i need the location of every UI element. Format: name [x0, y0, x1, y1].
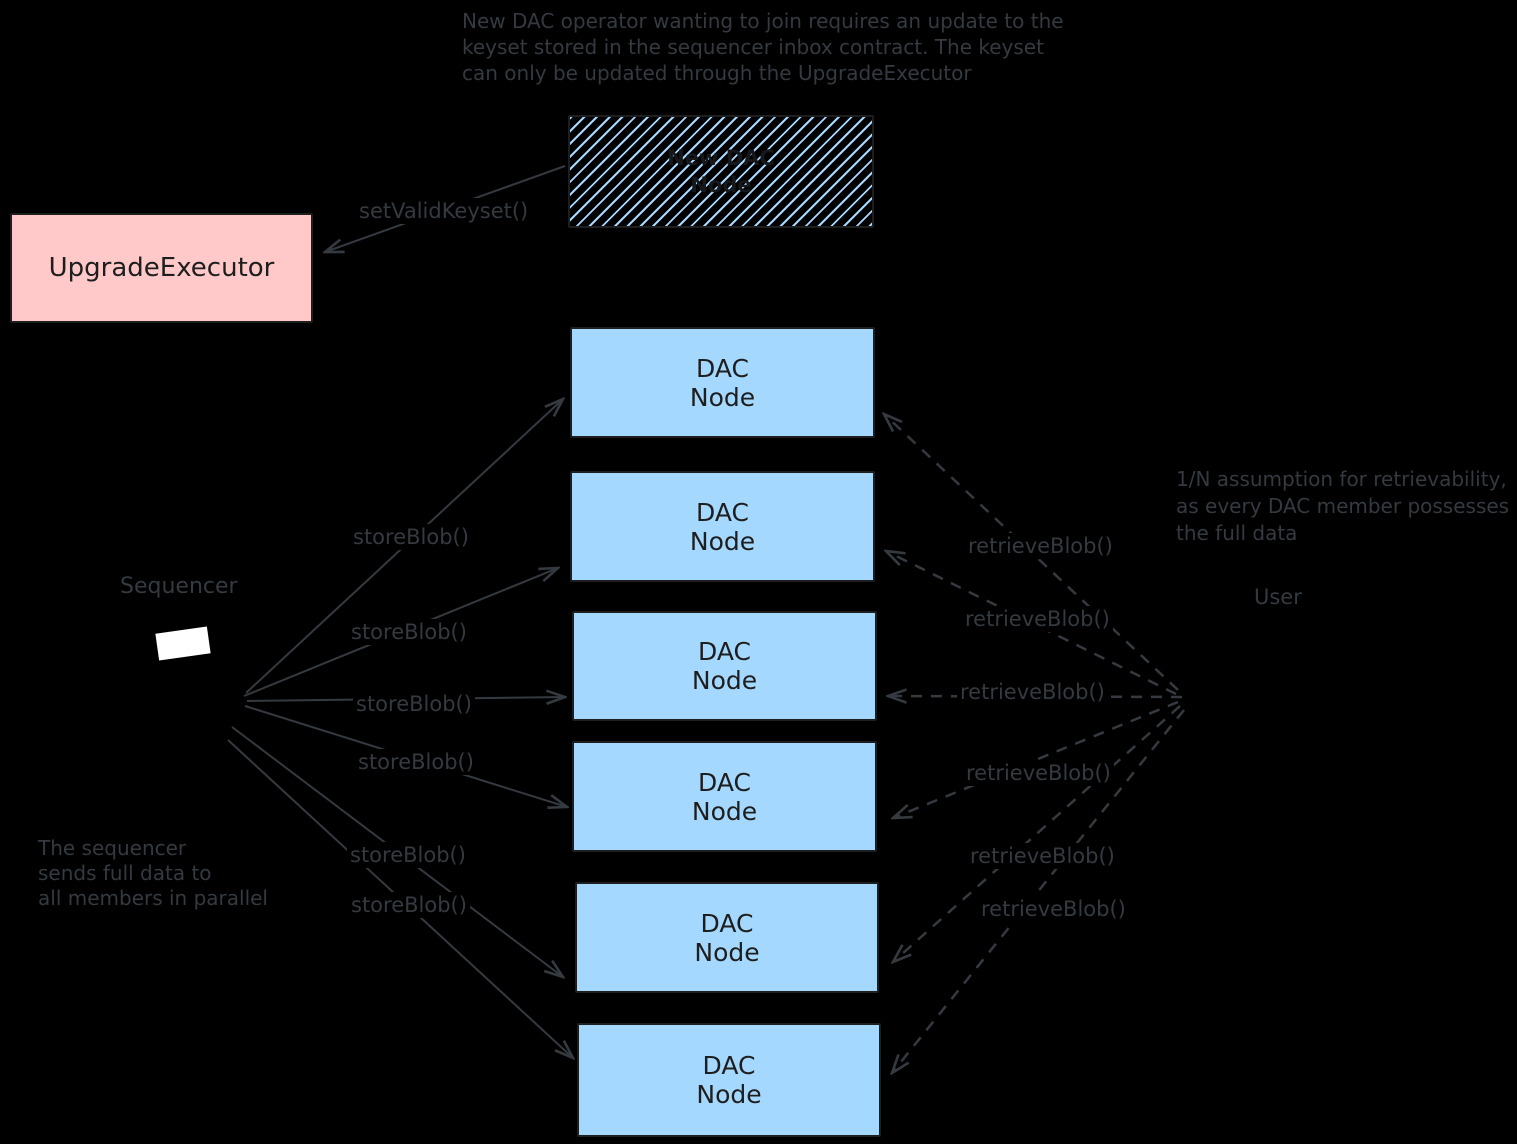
- box-new-dac-node: New DAC Node: [568, 115, 874, 228]
- arrow-retrieve-blob-6: [892, 709, 1185, 1073]
- sequencer-label: Sequencer: [120, 574, 238, 599]
- note-sequencer-parallel: The sequencer sends full data to all mem…: [38, 836, 268, 911]
- store-blob-label-1: storeBlob(): [350, 524, 472, 550]
- dac-node-label: DAC Node: [689, 497, 756, 556]
- retrieve-blob-label-6: retrieveBlob(): [978, 896, 1129, 922]
- box-upgrade-executor: UpgradeExecutor: [10, 213, 313, 323]
- new-dac-node-label: New DAC Node: [667, 145, 775, 197]
- dac-node-label: DAC Node: [691, 637, 758, 695]
- retrieve-blob-label-1: retrieveBlob(): [965, 533, 1116, 559]
- retrieve-blob-label-5: retrieveBlob(): [967, 843, 1118, 869]
- arrow-retrieve-blob-5: [893, 705, 1181, 962]
- note-line: keyset stored in the sequencer inbox con…: [462, 35, 1044, 59]
- box-dac-node-5: DAC Node: [575, 882, 879, 993]
- note-line: New DAC operator wanting to join require…: [462, 9, 1064, 33]
- store-blob-label-5: storeBlob(): [347, 842, 469, 868]
- note-line: sends full data to: [38, 861, 212, 885]
- dac-node-label: DAC Node: [691, 767, 758, 826]
- note-line: as every DAC member possesses: [1176, 494, 1510, 518]
- note-line: The sequencer: [38, 836, 187, 860]
- upgrade-executor-label: UpgradeExecutor: [48, 253, 275, 283]
- note-retrievability: 1/N assumption for retrievability, as ev…: [1176, 466, 1509, 547]
- store-blob-label-3: storeBlob(): [353, 691, 475, 717]
- dac-node-label: DAC Node: [696, 1051, 762, 1109]
- box-dac-node-6: DAC Node: [577, 1023, 881, 1137]
- retrieve-blob-label-3: retrieveBlob(): [957, 679, 1108, 705]
- user-label: User: [1254, 585, 1302, 609]
- note-new-dac-operator: New DAC operator wanting to join require…: [462, 8, 1064, 86]
- store-blob-label-6: storeBlob(): [348, 892, 470, 918]
- store-blob-label-2: storeBlob(): [348, 619, 470, 645]
- note-line: all members in parallel: [38, 886, 268, 910]
- box-dac-node-2: DAC Node: [570, 471, 875, 582]
- retrieve-blob-label-4: retrieveBlob(): [963, 760, 1114, 786]
- box-dac-node-1: DAC Node: [570, 327, 875, 438]
- set-valid-keyset-label: setValidKeyset(): [356, 198, 532, 224]
- dac-node-label: DAC Node: [689, 353, 756, 412]
- box-dac-node-3: DAC Node: [572, 611, 877, 721]
- note-line: can only be updated through the UpgradeE…: [462, 61, 972, 85]
- note-line: 1/N assumption for retrievability,: [1176, 467, 1507, 491]
- retrieve-blob-label-2: retrieveBlob(): [962, 606, 1113, 632]
- box-dac-node-4: DAC Node: [572, 741, 877, 852]
- store-blob-label-4: storeBlob(): [355, 749, 477, 775]
- dac-node-label: DAC Node: [694, 908, 760, 967]
- note-line: the full data: [1176, 521, 1298, 545]
